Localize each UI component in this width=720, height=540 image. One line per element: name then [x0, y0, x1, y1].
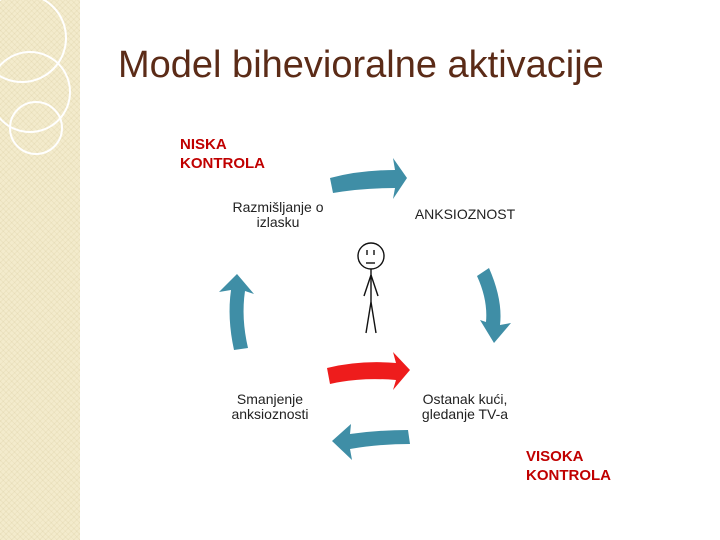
stick-figure-icon [358, 243, 384, 333]
low-control-label: NISKA KONTROLA [180, 135, 265, 173]
high-control-label: VISOKA KONTROLA [526, 447, 611, 485]
curved-arrow-icon [332, 424, 410, 460]
curved-arrow-icon [477, 268, 511, 343]
highlight-arrow-icon [327, 352, 410, 390]
node-reduced-anxiety: Smanjenje anksioznosti [210, 392, 330, 422]
curved-arrow-icon [330, 158, 407, 199]
node-anxiety: ANKSIOZNOST [405, 207, 525, 222]
curved-arrow-icon [219, 274, 254, 350]
node-staying-home: Ostanak kući, gledanje TV-a [405, 392, 525, 422]
node-thinking-about-going-out: Razmišljanje o izlasku [218, 200, 338, 230]
